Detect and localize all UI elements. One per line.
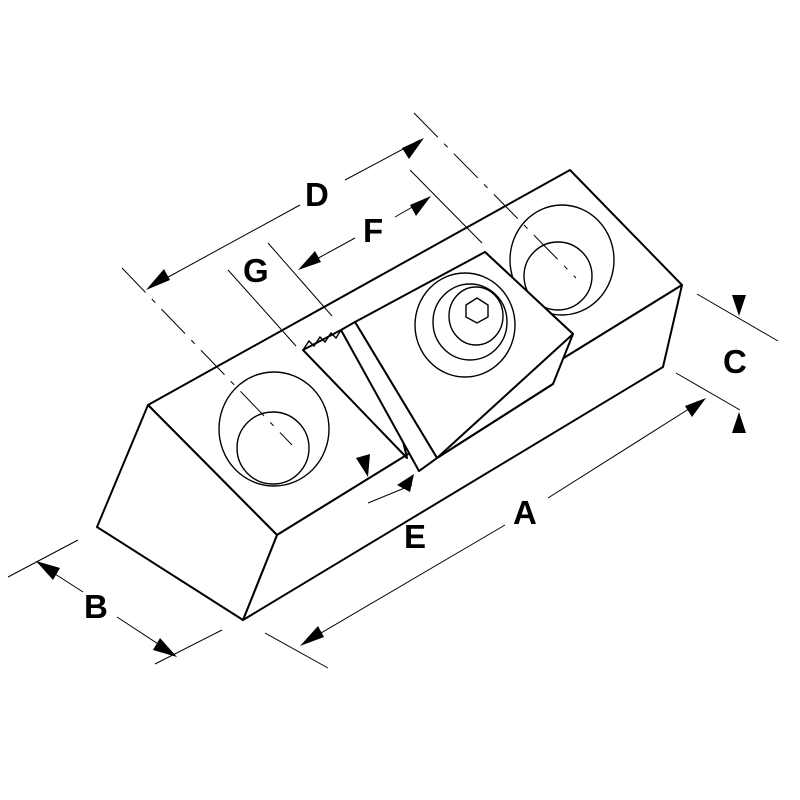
dimension-g: G: [227, 242, 333, 347]
dim-f-extension: [409, 169, 483, 244]
dim-c-arrow-bottom: [732, 412, 746, 433]
dim-d-arrow-right: [402, 138, 424, 159]
hex-socket-icon: [465, 297, 489, 324]
dim-e-label: E: [404, 518, 426, 555]
dim-f-arrow-left: [298, 251, 321, 270]
dimension-b: B: [7, 539, 223, 665]
left-counterbore-hole: [218, 371, 330, 487]
dim-a-arrow-right: [685, 398, 706, 417]
dim-b-arrow-right: [153, 638, 177, 657]
screw-head-inner: [448, 286, 504, 346]
left-hole-centerline: [121, 267, 293, 446]
dim-a-line-right: [547, 399, 704, 499]
dim-d-label: D: [305, 176, 329, 213]
dim-d-arrow-left: [146, 269, 170, 290]
screw-head-outer: [432, 283, 508, 361]
dim-c-arrow-top: [732, 295, 746, 316]
dim-b-label: B: [84, 588, 108, 625]
dim-e-arrow-bottom: [397, 474, 414, 492]
right-counterbore-hole: [509, 204, 615, 316]
dim-c-extension-top: [696, 293, 779, 342]
right-hole-centerline: [413, 112, 577, 279]
serration-teeth: [302, 329, 342, 351]
dimension-a: A: [264, 372, 741, 669]
dim-g-extension-right: [267, 242, 333, 317]
dim-a-extension-right: [675, 372, 741, 411]
dim-b-extension-left: [7, 539, 79, 578]
dim-g-extension-left: [227, 269, 297, 347]
sliding-insert: [302, 251, 574, 472]
dimension-e: E: [356, 454, 426, 555]
dim-a-extension-left: [264, 632, 329, 669]
socket-head-screw: [414, 272, 516, 378]
center-lines: [121, 112, 577, 446]
dim-b-extension-right: [154, 629, 223, 665]
dimension-d: D: [146, 138, 424, 290]
dimension-f: F: [298, 169, 483, 270]
dim-a-arrow-left: [300, 626, 324, 646]
dimension-c: C: [696, 293, 779, 433]
insert-front-bottom: [340, 321, 438, 472]
dim-a-label: A: [513, 494, 537, 531]
dim-a-line-left: [303, 524, 506, 644]
dim-f-arrow-right: [410, 196, 431, 216]
screw-bore-outer: [414, 272, 516, 378]
left-counterbore-outer: [218, 371, 330, 487]
right-counterbore-outer: [509, 204, 615, 316]
dim-g-label: G: [243, 252, 269, 289]
right-counterbore-inner: [523, 241, 593, 311]
dim-c-label: C: [723, 343, 747, 380]
dim-e-arrow-top: [356, 454, 370, 477]
left-counterbore-inner: [236, 411, 310, 485]
dim-d-line-left: [149, 204, 301, 288]
dim-f-label: F: [363, 212, 383, 249]
dim-b-arrow-left: [36, 561, 60, 580]
base-end-face: [96, 404, 278, 621]
